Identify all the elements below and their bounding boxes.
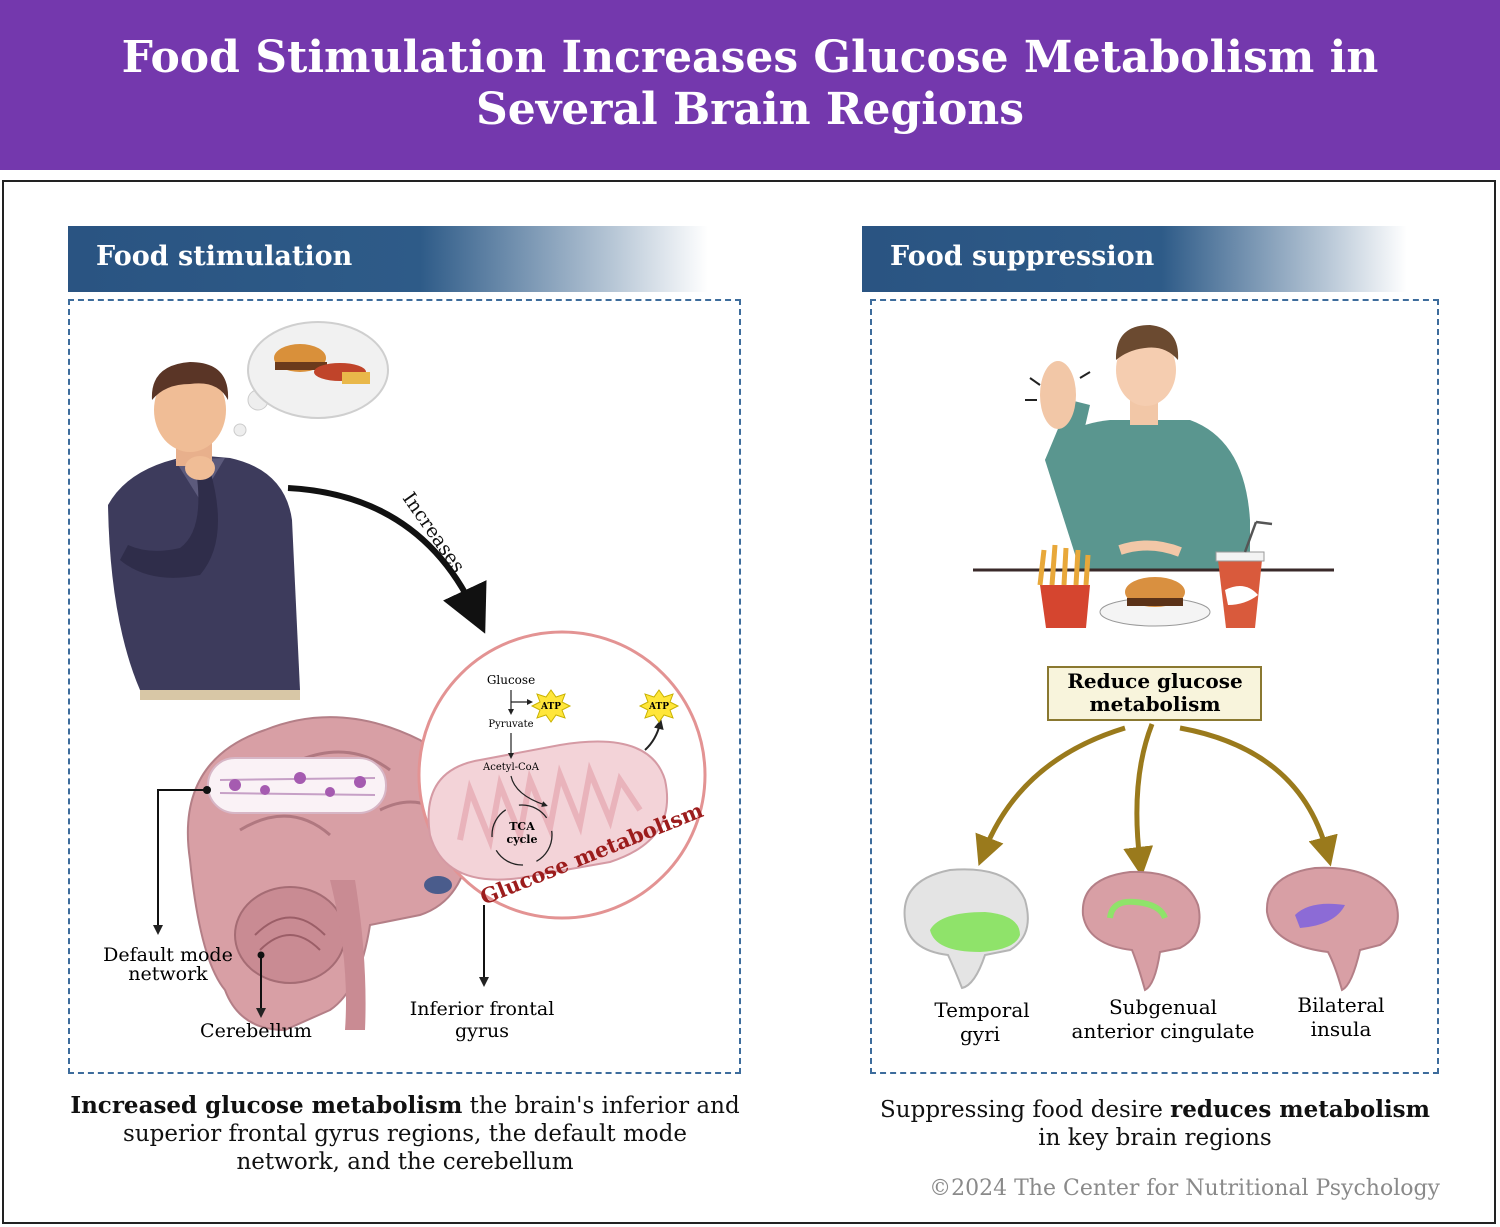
cycle-label: cycle — [507, 833, 538, 846]
food-suppression-panel — [870, 299, 1439, 1074]
increases-arrow — [287, 485, 487, 634]
left-caption-bold: Increased glucose metabolism — [70, 1092, 463, 1119]
tca-label: TCA — [509, 820, 535, 833]
brain-sagittal-illustration — [186, 716, 472, 1032]
insula-label-line1: Bilateral — [1297, 993, 1384, 1017]
food-suppression-heading: Food suppression — [862, 226, 1407, 292]
ifg-label-line2: gyrus — [455, 1020, 509, 1042]
dmn-label-line2: network — [128, 963, 208, 985]
tca-cycle-ring — [491, 804, 553, 866]
ifg-label-line1: Inferior frontal — [410, 998, 555, 1020]
sgac-highlight — [1107, 898, 1168, 920]
food-stimulation-panel — [68, 299, 741, 1074]
pyruvate-label: Pyruvate — [488, 719, 533, 730]
right-caption-post: in key brain regions — [1038, 1125, 1272, 1151]
left-caption: Increased glucose metabolism the brain's… — [70, 1092, 740, 1176]
dmn-callout — [153, 789, 207, 935]
insula-label-line2: insula — [1311, 1017, 1372, 1041]
thought-bubble — [233, 321, 389, 437]
acetyl-coa-label: Acetyl-CoA — [482, 762, 540, 773]
cerebellum-label: Cerebellum — [200, 1020, 312, 1042]
arrow-to-temporal — [975, 725, 1126, 866]
content-frame — [2, 180, 1496, 1224]
reduce-box-line2: metabolism — [1089, 692, 1220, 716]
temporal-label-line2: gyri — [960, 1022, 1000, 1046]
fries-icon — [342, 372, 370, 384]
temporal-brain-illustration — [903, 868, 1029, 990]
increases-label: Increases — [398, 488, 469, 577]
glucose-label: Glucose — [487, 673, 535, 687]
thinking-man-illustration — [108, 362, 300, 700]
sgac-label-line1: Subgenual — [1109, 995, 1217, 1019]
right-caption-bold: reduces metabolism — [1170, 1096, 1430, 1123]
atp-burst-1 — [530, 689, 572, 723]
arrow-to-insula — [1179, 725, 1338, 867]
sgac-brain-illustration — [1081, 870, 1201, 992]
reduce-box-line1: Reduce glucose — [1067, 669, 1242, 693]
atp-label-1: ATP — [540, 702, 561, 712]
temporal-label-line1: Temporal — [934, 998, 1029, 1022]
neuron-network-inset — [207, 757, 387, 814]
title-banner: Food Stimulation Increases Glucose Metab… — [0, 0, 1500, 170]
right-caption: Suppressing food desire reduces metaboli… — [875, 1096, 1435, 1152]
food-items-illustration — [1037, 520, 1273, 628]
reduce-metabolism-box — [1047, 666, 1262, 721]
page-title: Food Stimulation Increases Glucose Metab… — [121, 32, 1379, 135]
mitochondrion-shape — [427, 740, 669, 881]
insula-brain-illustration — [1265, 866, 1399, 992]
insula-highlight — [1295, 903, 1345, 928]
temporal-highlight — [930, 912, 1020, 952]
refusing-man-illustration — [1025, 325, 1250, 570]
inferior-frontal-highlight — [424, 876, 452, 894]
copyright-text: ©2024 The Center for Nutritional Psychol… — [929, 1176, 1440, 1201]
sgac-label-line2: anterior cingulate — [1072, 1019, 1255, 1043]
atp-label-2: ATP — [648, 702, 669, 712]
dmn-label-line1: Default mode — [103, 944, 233, 966]
atp-burst-2 — [638, 689, 680, 723]
food-stimulation-heading: Food stimulation — [68, 226, 708, 292]
arrow-to-sgac — [1123, 723, 1155, 877]
right-caption-pre: Suppressing food desire — [880, 1097, 1171, 1123]
raised-hand — [1040, 361, 1076, 429]
fries-box-icon — [1040, 585, 1090, 628]
glucose-metabolism-inset: Glucose ATP Pyruvate Acetyl-CoA TCA cycl… — [417, 630, 707, 920]
left-caption-text: the brain's inferior and superior fronta… — [123, 1093, 740, 1175]
